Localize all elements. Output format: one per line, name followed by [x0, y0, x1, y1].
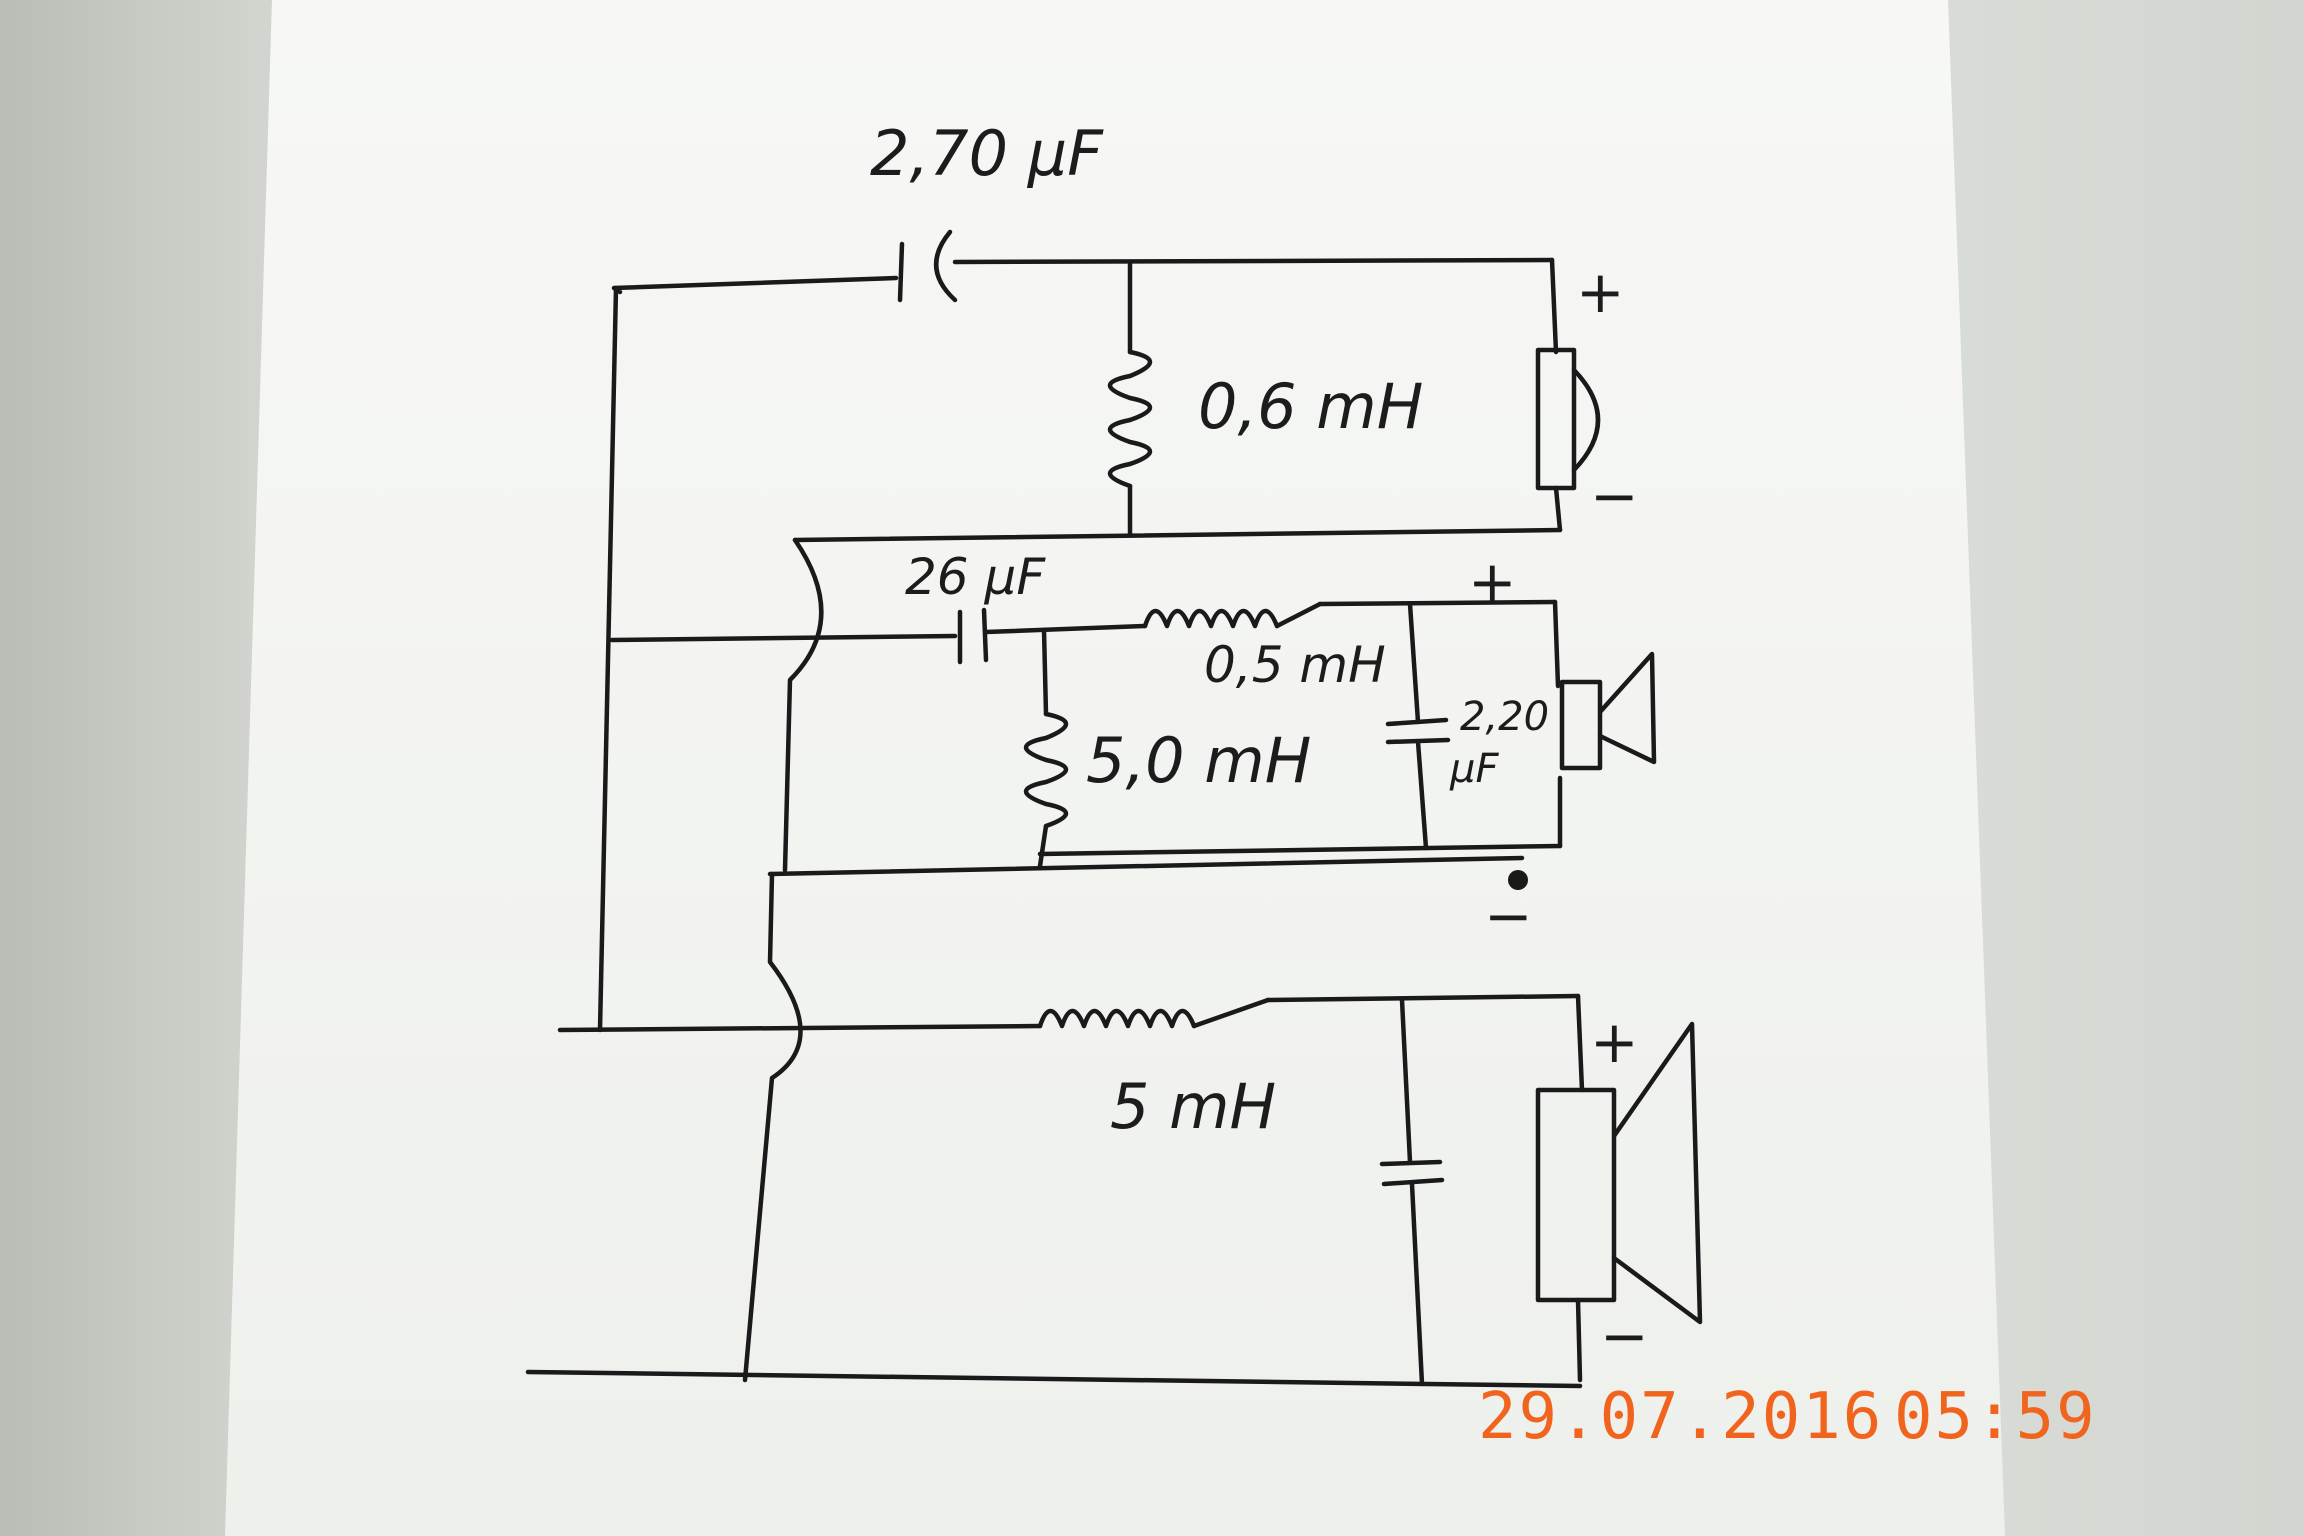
ink-blot	[1508, 870, 1528, 890]
wire-mid-cap-bottom	[1415, 739, 1429, 851]
crossover-hump-2	[742, 871, 803, 1383]
label-mid-shunt-coil: 5,0 mH	[1086, 724, 1311, 797]
tweeter-capacitor	[897, 229, 958, 303]
mid-minus-sign: −	[1484, 882, 1533, 950]
wire-mid-series-right	[1274, 601, 1323, 629]
wire-mid-shunt-bottom	[1037, 823, 1049, 869]
wire-mid-shunt-top	[1041, 627, 1049, 717]
label-mid-series-coil: 0,5 mH	[1204, 636, 1386, 694]
wire-mid-bottom	[1037, 843, 1563, 857]
woofer-cone	[1611, 1021, 1703, 1325]
wire-woofer-cap-bottom	[1409, 1181, 1425, 1387]
wire-input-vertical	[597, 285, 619, 1033]
wire-woofer-plus-drop	[1575, 993, 1585, 1093]
timestamp-time: 05:59	[1894, 1380, 2097, 1454]
wire-woofer-cap-top	[1399, 997, 1413, 1165]
wire-woofer-coil-right	[1191, 997, 1271, 1029]
tweeter-dome	[1571, 367, 1601, 473]
mid-body	[1559, 679, 1603, 771]
wire-mid-cap-right	[983, 623, 1148, 635]
right-light-area	[1960, 0, 2304, 1536]
wire-tweeter-plus-drop	[1549, 257, 1559, 355]
wire-mid-cap-top	[1407, 601, 1421, 725]
mid-series-coil	[1142, 608, 1280, 629]
woofer-minus-sign: −	[1600, 1302, 1649, 1370]
crossover-hump-1	[782, 537, 824, 873]
mid-shunt-coil	[1023, 711, 1069, 829]
label-mid-cap: 26 μF	[905, 548, 1046, 606]
woofer-section	[525, 871, 1703, 1389]
wire-tweeter-minus	[1553, 485, 1563, 533]
timestamp-date: 29.07.2016	[1478, 1380, 1883, 1454]
paper-sheet	[225, 0, 2005, 1536]
woofer-plus-sign: +	[1590, 1008, 1639, 1076]
wire-mid-plus-drop	[1552, 599, 1561, 689]
wire-tweeter-top-right	[952, 257, 1555, 265]
wire-mid-input	[609, 633, 958, 643]
woofer-coil	[1037, 1008, 1197, 1029]
tweeter-section	[597, 229, 1601, 1033]
mid-capacitor	[957, 607, 989, 665]
wire-common-return	[767, 855, 1525, 877]
midrange-section	[609, 537, 1657, 890]
tweeter-plus-sign: +	[1576, 258, 1625, 326]
wire-mid-top	[1317, 599, 1558, 607]
tweeter-coil	[1107, 349, 1153, 489]
label-woofer-coil: 5 mH	[1110, 1070, 1276, 1143]
mid-cone	[1597, 651, 1657, 765]
wire-woofer-minus	[1575, 1297, 1583, 1383]
tweeter-minus-sign: −	[1590, 462, 1639, 530]
label-mid-shunt-cap-unit: μF	[1449, 746, 1499, 792]
label-tweeter-coil: 0,6 mH	[1198, 370, 1423, 443]
label-mid-shunt-cap-value: 2,20	[1460, 694, 1549, 740]
wire-tweeter-return	[792, 527, 1563, 543]
wire-woofer-top	[1265, 993, 1581, 1003]
label-tweeter-cap: 2,70 μF	[870, 117, 1104, 190]
mid-plus-sign: +	[1468, 548, 1517, 616]
wire-woofer-bottom	[525, 1369, 1583, 1389]
